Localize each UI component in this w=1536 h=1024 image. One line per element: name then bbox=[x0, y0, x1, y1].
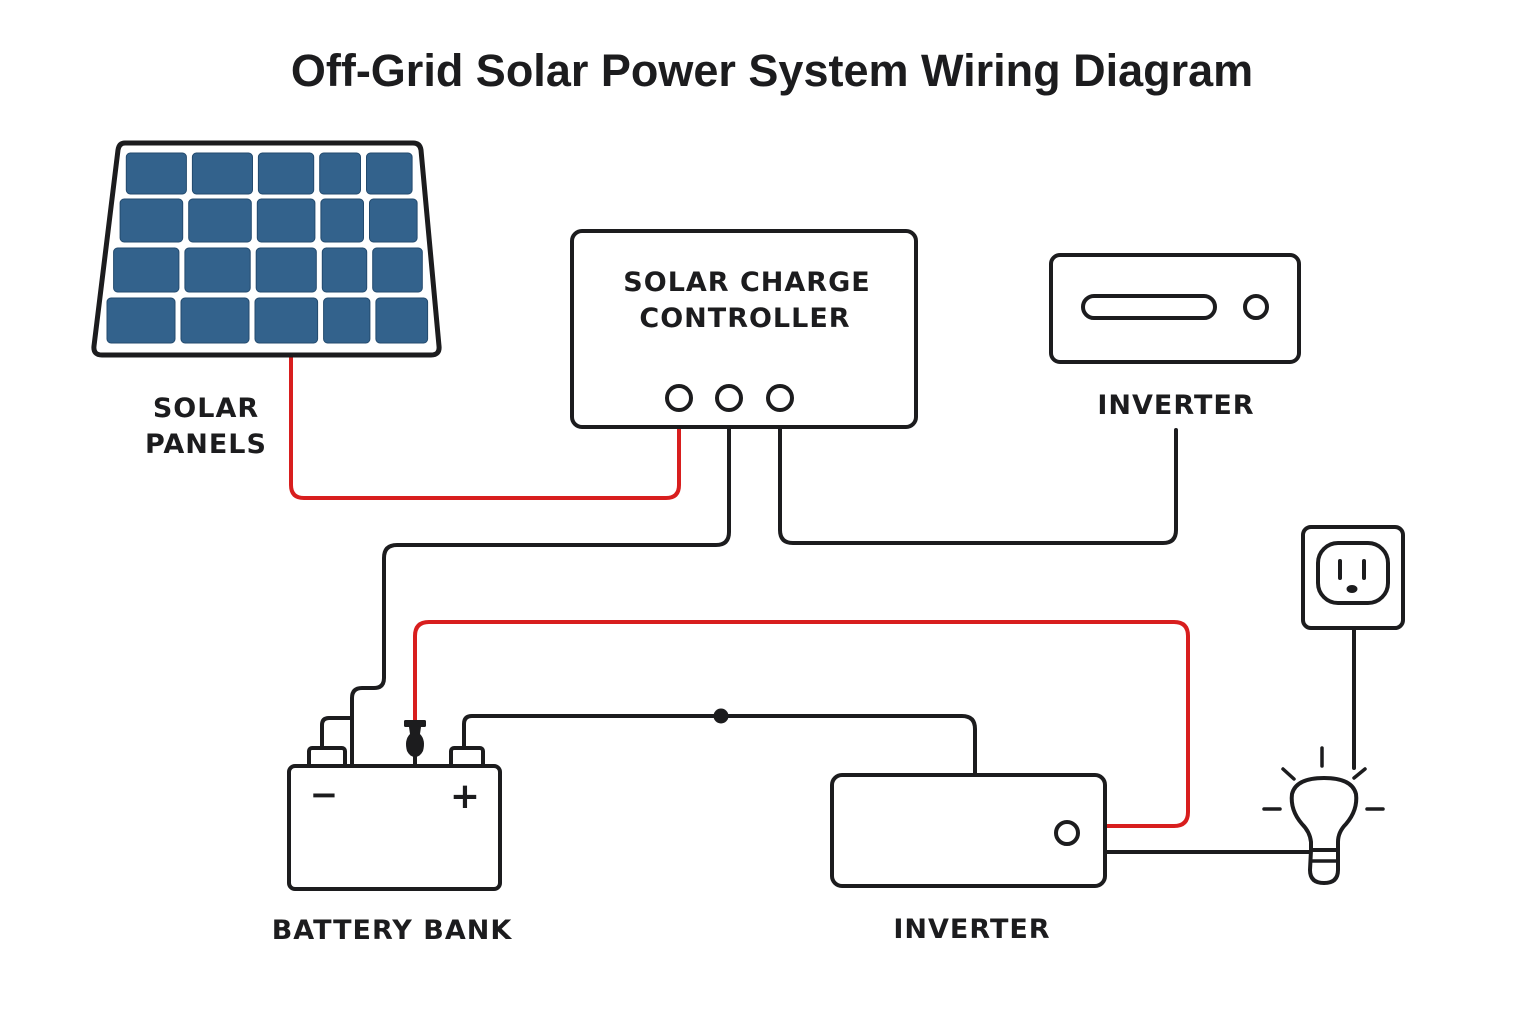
solar-cell bbox=[369, 198, 418, 243]
outlet-face bbox=[1316, 541, 1390, 605]
solar-panel-cells bbox=[106, 152, 429, 344]
solar-cell bbox=[254, 297, 319, 344]
solar-cell bbox=[257, 152, 315, 195]
inverter-bottom[interactable] bbox=[830, 773, 1107, 888]
charge-controller-label-line2: CONTROLLER bbox=[639, 303, 850, 334]
solar-cell bbox=[119, 198, 184, 243]
inverter-bottom-box bbox=[830, 773, 1107, 888]
wire-controller-to-battery bbox=[350, 408, 731, 770]
inverter-top-label: INVERTER bbox=[1097, 390, 1254, 421]
solar-cell bbox=[113, 247, 180, 293]
solar-cell bbox=[106, 297, 176, 344]
wire-controller-to-inverter bbox=[778, 408, 1178, 545]
inverter-bottom-label: INVERTER bbox=[893, 914, 1050, 945]
solar-cell bbox=[321, 247, 368, 293]
solar-cell bbox=[320, 198, 364, 243]
inverter-top[interactable] bbox=[1049, 253, 1301, 364]
solar-cell bbox=[255, 247, 317, 293]
charge-controller-label-line1: SOLAR CHARGE bbox=[623, 267, 870, 298]
solar-cell bbox=[188, 198, 252, 243]
bulb-base bbox=[1308, 848, 1340, 885]
controller-port-2[interactable] bbox=[715, 384, 743, 412]
wire-battery-negative-jumper bbox=[320, 716, 354, 754]
battery-fuse-icon bbox=[406, 727, 424, 757]
charge-controller[interactable]: SOLAR CHARGE CONTROLLER bbox=[570, 229, 918, 429]
solar-cell bbox=[180, 297, 250, 344]
solar-cell bbox=[375, 297, 429, 344]
controller-port-3[interactable] bbox=[766, 384, 794, 412]
bulb-ray-top-right bbox=[1352, 767, 1367, 780]
inverter-top-indicator-icon bbox=[1243, 294, 1269, 320]
solar-panels-label-line1: SOLAR bbox=[153, 393, 259, 424]
wire-battery-positive-to-inverter bbox=[462, 714, 977, 777]
inverter-display-slot bbox=[1081, 294, 1217, 320]
solar-panels-label-line2: PANELS bbox=[145, 429, 267, 460]
charge-controller-box bbox=[570, 229, 918, 429]
battery-icon[interactable]: − + bbox=[287, 720, 502, 891]
solar-cell bbox=[125, 152, 187, 195]
solar-cell bbox=[184, 247, 251, 293]
power-outlet-icon[interactable] bbox=[1301, 525, 1405, 630]
battery-positive-symbol: + bbox=[450, 776, 480, 817]
bulb-glass bbox=[1289, 776, 1359, 850]
solar-cell bbox=[256, 198, 316, 243]
solar-cell bbox=[366, 152, 413, 195]
wire-panel-to-controller bbox=[289, 354, 681, 500]
solar-cell bbox=[319, 152, 362, 195]
controller-port-1[interactable] bbox=[665, 384, 693, 412]
wires bbox=[289, 354, 1356, 854]
bulb-ray-top-left bbox=[1281, 767, 1296, 781]
solar-cell bbox=[372, 247, 423, 293]
battery-bank-label: BATTERY BANK bbox=[272, 915, 513, 946]
solar-cell bbox=[323, 297, 371, 344]
outlet-ground-hole bbox=[1346, 585, 1358, 593]
diagram-title: Off-Grid Solar Power System Wiring Diagr… bbox=[291, 45, 1253, 96]
wire-battery-to-inverter-positive bbox=[413, 620, 1190, 828]
battery-negative-symbol: − bbox=[310, 775, 339, 815]
wire-junction-dot bbox=[713, 708, 729, 724]
inverter-bottom-indicator-icon bbox=[1054, 820, 1080, 846]
solar-panel-icon[interactable] bbox=[91, 140, 442, 358]
light-bulb-icon[interactable] bbox=[1262, 746, 1385, 885]
battery-body bbox=[287, 764, 502, 891]
solar-cell bbox=[191, 152, 253, 195]
battery-fuse-cap bbox=[404, 720, 426, 727]
